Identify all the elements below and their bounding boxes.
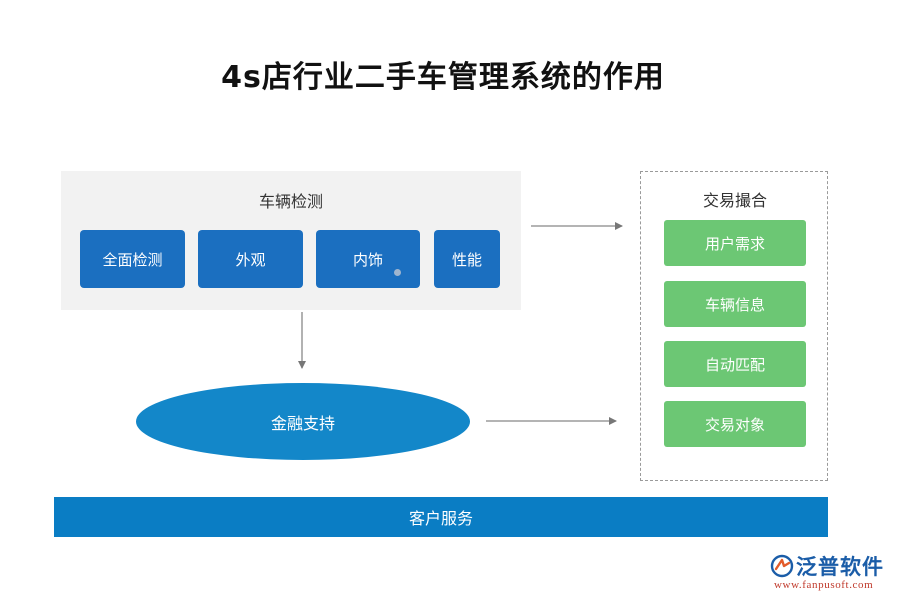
watermark-icon [394, 266, 434, 278]
customer-service-bar: 客户服务 [54, 497, 828, 537]
logo-name: 泛普软件 [796, 555, 884, 579]
matching-panel: 交易撮合 用户需求 车辆信息 自动匹配 交易对象 [640, 171, 828, 481]
logo-url: www.fanpusoft.com [774, 579, 874, 591]
brand-logo: 泛普软件 www.fanpusoft.com [770, 551, 892, 595]
matching-item-user-needs: 用户需求 [664, 220, 806, 266]
diagram-title: 4s店行业二手车管理系统的作用 [221, 60, 665, 95]
inspection-item-exterior: 外观 [198, 230, 303, 288]
inspection-item-interior: 内饰 [316, 230, 420, 288]
inspection-item-performance: 性能 [434, 230, 500, 288]
inspection-panel-label: 车辆检测 [258, 192, 323, 211]
fanpu-logo-icon [770, 554, 794, 578]
matching-panel-label: 交易撮合 [702, 191, 767, 210]
inspection-item-full: 全面检测 [80, 230, 185, 288]
matching-item-auto-match: 自动匹配 [664, 341, 806, 387]
matching-item-trade-party: 交易对象 [664, 401, 806, 447]
matching-item-vehicle-info: 车辆信息 [664, 281, 806, 327]
finance-ellipse: 金融支持 [136, 383, 470, 460]
inspection-panel: 车辆检测 全面检测 外观 内饰 性能 [61, 171, 521, 310]
